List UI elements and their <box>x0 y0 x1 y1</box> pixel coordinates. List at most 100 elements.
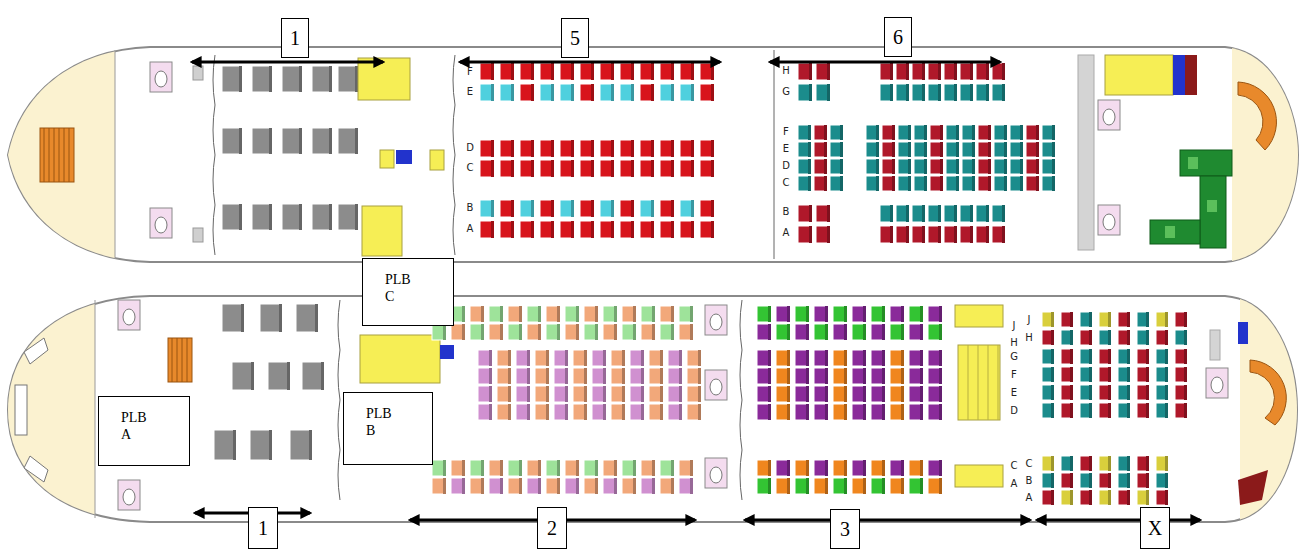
lavatory <box>1098 100 1120 130</box>
seat <box>852 460 866 476</box>
seat-letter: A <box>464 222 476 236</box>
seat-back <box>1184 330 1187 345</box>
galley <box>955 465 1003 487</box>
cabin-fitting <box>1078 55 1094 250</box>
seat-back <box>611 140 614 157</box>
seat-back <box>1165 403 1168 418</box>
seat <box>1042 330 1054 345</box>
seat-back <box>1146 456 1149 471</box>
lavatory <box>1098 205 1120 235</box>
seat <box>814 460 828 476</box>
box-label: 5 <box>570 27 580 49</box>
seat-back <box>679 350 682 366</box>
seat-back <box>806 404 809 420</box>
seat <box>1099 367 1111 382</box>
seat <box>520 160 534 177</box>
seat-back <box>863 386 866 402</box>
trolley <box>1173 55 1185 95</box>
seat <box>611 386 625 402</box>
seat-back <box>690 306 693 322</box>
seat <box>946 125 959 140</box>
seat-back <box>1036 176 1039 191</box>
seat-back <box>844 404 847 420</box>
seat <box>1042 367 1054 382</box>
seat <box>497 386 511 402</box>
seat <box>814 386 828 402</box>
seat-back <box>1184 385 1187 400</box>
seat-back <box>595 306 598 322</box>
seat-back <box>690 478 693 494</box>
seat-letter: C <box>464 161 476 175</box>
seat <box>1099 490 1111 505</box>
stair-step <box>64 128 65 182</box>
seat-back <box>906 226 909 243</box>
seat-back <box>571 221 574 238</box>
seat-back <box>1051 385 1054 400</box>
seat-back <box>651 200 654 217</box>
seat-back <box>922 84 925 101</box>
seat <box>622 306 636 322</box>
seat-back <box>671 160 674 177</box>
seat-back <box>511 140 514 157</box>
seat-back <box>355 204 358 230</box>
seat <box>520 63 534 80</box>
seat <box>960 226 973 243</box>
seat <box>928 63 941 80</box>
seat <box>432 478 446 494</box>
seat-back <box>939 324 942 340</box>
seat-back <box>863 350 866 366</box>
toilet-symbol <box>1103 214 1115 230</box>
seat-back <box>1002 226 1005 243</box>
seat <box>992 63 1005 80</box>
seat-back <box>1020 142 1023 157</box>
seat <box>312 204 332 230</box>
stair-step <box>172 338 173 382</box>
seat-back <box>489 350 492 366</box>
seat <box>338 66 358 92</box>
seat-back <box>938 84 941 101</box>
seat-back <box>1020 159 1023 174</box>
galley-unit <box>1188 157 1198 169</box>
galley <box>1180 150 1232 176</box>
toilet-symbol <box>1103 109 1115 125</box>
seat <box>1137 367 1149 382</box>
seat <box>296 304 318 332</box>
seat <box>1137 330 1149 345</box>
seat-back <box>500 478 503 494</box>
seat <box>508 478 522 494</box>
seat-back <box>1165 367 1168 382</box>
seat-back <box>901 368 904 384</box>
seat <box>489 478 503 494</box>
seat-back <box>1184 349 1187 364</box>
seat <box>898 159 911 174</box>
seat <box>640 140 654 157</box>
seat-back <box>1146 330 1149 345</box>
box-label: 1 <box>290 27 300 49</box>
seat-back <box>299 128 302 154</box>
toilet-symbol <box>710 467 722 483</box>
seat <box>994 176 1007 191</box>
seat-back <box>940 125 943 140</box>
seat-back <box>825 324 828 340</box>
seat <box>1042 349 1054 364</box>
seat <box>640 221 654 238</box>
seat <box>560 63 574 80</box>
seat-back <box>489 386 492 402</box>
seat-back <box>603 386 606 402</box>
seat-back <box>863 404 866 420</box>
galley-unit <box>1165 226 1175 238</box>
seat <box>500 63 514 80</box>
seat-back <box>508 350 511 366</box>
seat <box>620 200 634 217</box>
seat-letter: F <box>1008 368 1020 382</box>
seat-back <box>808 176 811 191</box>
seat <box>928 478 942 494</box>
seat-back <box>956 142 959 157</box>
seat <box>641 306 655 322</box>
seat <box>814 142 827 157</box>
seat <box>1118 367 1130 382</box>
seat-back <box>651 140 654 157</box>
seat-back <box>1036 142 1039 157</box>
seat-back <box>519 306 522 322</box>
